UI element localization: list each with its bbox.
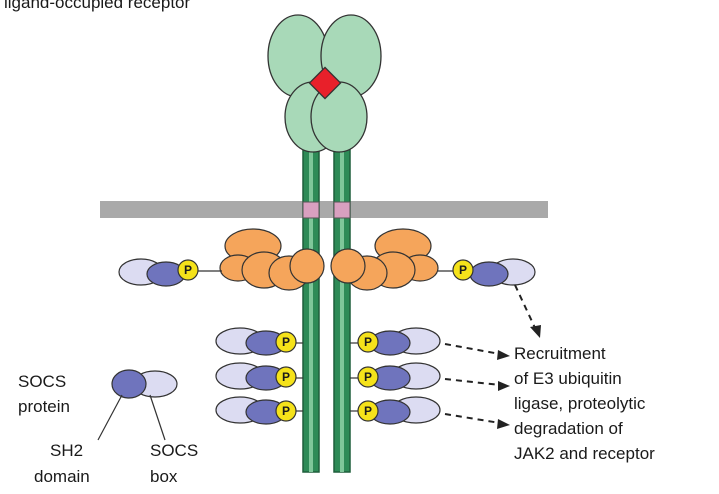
svg-text:P: P <box>364 404 372 418</box>
legend-socs-box: SOCS box <box>150 441 203 486</box>
ligand <box>308 66 342 100</box>
jak2-right <box>330 228 439 291</box>
jak2-left <box>219 228 325 291</box>
svg-text:P: P <box>282 404 290 418</box>
socs-bound-jak-left: P <box>118 258 222 287</box>
arrowheads <box>497 325 541 429</box>
outcome-label: Recruitment of E3 ubiquitin ligase, prot… <box>514 344 655 463</box>
top-caption: ligand-occupied receptor <box>4 0 191 12</box>
receptor-extracellular-domains <box>267 14 382 153</box>
degradation-arrows <box>444 284 537 424</box>
svg-text:P: P <box>184 263 192 277</box>
socs-receptor-left-2: P <box>215 362 303 391</box>
socs-receptor-left-3: P <box>215 396 303 425</box>
svg-text:P: P <box>364 335 372 349</box>
socs-legend-protein <box>97 369 178 441</box>
legend-sh2-domain: SH2 domain <box>34 441 90 486</box>
socs-receptor-right-3: P <box>350 396 441 425</box>
svg-text:P: P <box>364 370 372 384</box>
socs-receptor-left-1: P <box>215 327 303 356</box>
socs-receptor-right-2: P <box>350 362 441 391</box>
svg-text:P: P <box>282 335 290 349</box>
socs-receptor-right-1: P <box>350 327 441 356</box>
socs-bound-jak-right: P <box>437 258 536 287</box>
receptor-left-chain <box>302 109 320 473</box>
svg-text:P: P <box>282 370 290 384</box>
legend-title: SOCS protein <box>18 372 71 416</box>
receptor-right-chain <box>333 109 351 473</box>
plasma-membrane <box>100 201 548 218</box>
svg-text:P: P <box>459 263 467 277</box>
